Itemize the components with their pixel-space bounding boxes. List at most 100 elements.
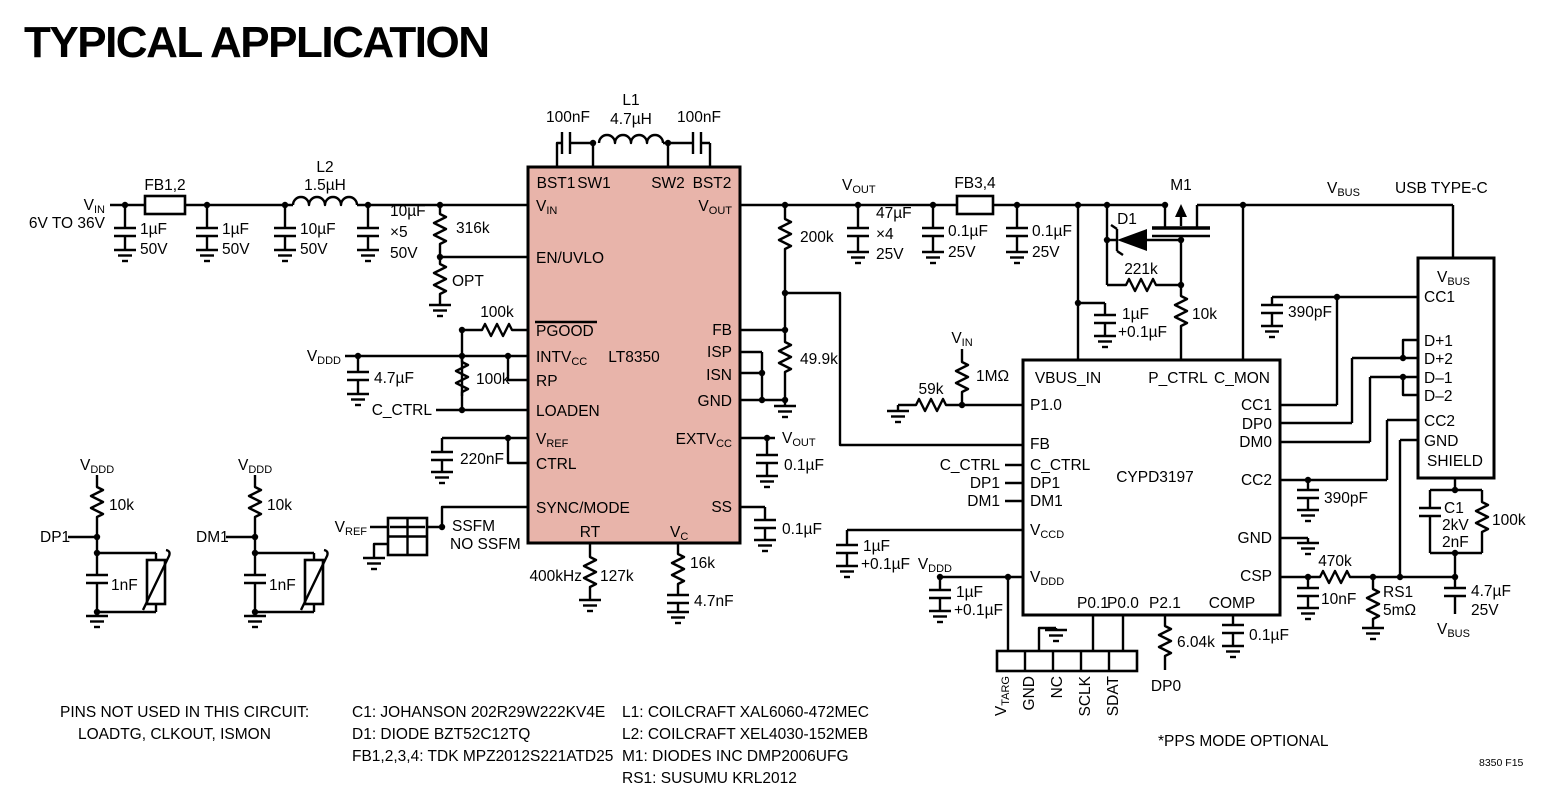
cap-4p7uF-icon — [345, 370, 371, 382]
pin-cypd-dm1: DM1 — [1030, 493, 1063, 510]
net-vddd-2: VDDD — [918, 556, 952, 575]
junction-dots — [93, 139, 1459, 616]
val-l1: 4.7µH — [610, 111, 652, 128]
cap-10uF-icon — [272, 226, 298, 238]
val-p0p1uF-vddd: +0.1µF — [954, 602, 1003, 619]
zener-d1-icon — [1110, 224, 1147, 256]
val-0p1uF-extvcc: 0.1µF — [784, 457, 824, 474]
pin-p1-0: P1.0 — [1030, 397, 1062, 414]
net-dm1: DM1 — [967, 493, 1000, 510]
svg-text:25V: 25V — [948, 244, 976, 261]
net-dp0: DP0 — [1151, 678, 1182, 695]
cypd3197-name: CYPD3197 — [1116, 469, 1194, 486]
label-no-ssfm: NO SSFM — [450, 536, 521, 553]
usb-pin-cc1: CC1 — [1424, 289, 1455, 306]
cap-0p1uF-pre-icon — [920, 226, 946, 238]
label-ssfm: SSFM — [452, 518, 495, 535]
val-c1-kv: 2kV — [1442, 517, 1469, 534]
svg-text:50V: 50V — [390, 245, 418, 262]
page-title: TYPICAL APPLICATION — [24, 18, 488, 67]
cap-10nF-icon — [1295, 586, 1321, 598]
ferrite-FB12-icon — [143, 194, 187, 216]
net-vddd-dp1: VDDD — [80, 457, 114, 476]
resistor-10k-dp1-icon — [89, 481, 105, 523]
pin-vccd: VCCD — [1030, 522, 1064, 541]
val-c10uFx5: 10µF — [390, 203, 426, 220]
usb-pin-dplus2: D+2 — [1424, 351, 1453, 368]
val-220nF: 220nF — [460, 451, 504, 468]
pin-ctrl: CTRL — [536, 456, 577, 473]
usb-pin-shield: SHIELD — [1427, 453, 1483, 470]
val-1nF-dp1: 1nF — [111, 577, 138, 594]
pin-vout: VOUT — [698, 198, 732, 217]
figure-number: 8350 F15 — [1479, 757, 1524, 769]
pin-vref: VREF — [536, 431, 569, 450]
val-4p7uF: 4.7µF — [374, 370, 414, 387]
programming-header[interactable] — [995, 649, 1139, 673]
pin-cypd-dm0: DM0 — [1239, 434, 1272, 451]
val-316k: 316k — [456, 220, 490, 237]
wires — [68, 141, 1484, 670]
inductor-L2-icon — [291, 195, 359, 207]
resistor-16k-icon — [670, 548, 686, 590]
resistor-100k-shield-icon — [1474, 496, 1490, 538]
svg-text:×5: ×5 — [390, 224, 408, 241]
usb-pin-vbus: VBUS — [1437, 269, 1470, 288]
val-100k-rp: 100k — [476, 371, 510, 388]
cap-comp-icon — [1220, 623, 1246, 635]
val-1uF-vddd: 1µF — [956, 584, 983, 601]
val-221k: 221k — [1124, 261, 1158, 278]
cap-4p7nF-icon — [665, 593, 691, 605]
pin-fb: FB — [712, 322, 732, 339]
net-dp1-snub: DP1 — [40, 529, 70, 546]
pin-comp: COMP — [1209, 595, 1256, 612]
pin-cypd-cc2: CC2 — [1241, 472, 1272, 489]
pin-rt: RT — [580, 524, 601, 541]
cap-47uF-icon — [845, 226, 871, 238]
pin-loaden: LOADEN — [536, 403, 600, 420]
net-vddd-1: VDDD — [307, 348, 341, 367]
ssfm-jumper[interactable] — [386, 516, 429, 557]
pin-intvcc: INTVCC — [536, 349, 587, 368]
label-fb34: FB3,4 — [954, 175, 996, 192]
label-c1: C1 — [1444, 500, 1464, 517]
svg-text:50V: 50V — [300, 241, 328, 258]
cap-vccd-icon — [834, 543, 860, 555]
resistor-opt-icon — [432, 258, 448, 300]
net-vref: VREF — [335, 519, 368, 538]
val-10nF: 10nF — [1321, 591, 1356, 608]
cap-ss-icon — [752, 518, 778, 530]
resistor-10k-dm1-icon — [247, 481, 263, 523]
pin-bst2: BST2 — [693, 175, 732, 192]
note-unused-pins: LOADTG, CLKOUT, ISMON — [78, 726, 271, 743]
net-dm1-snub: DM1 — [196, 529, 229, 546]
val-c10uF: 10µF — [300, 221, 336, 238]
note-unused-pins-title: PINS NOT USED IN THIS CIRCUIT: — [60, 704, 309, 721]
cap-220nF-icon — [429, 450, 455, 462]
cypd3197-pin-labels: VBUS_IN P_CTRL C_MON P1.0 FB C_CTRL DP1 … — [1030, 370, 1272, 612]
svg-text:25V: 25V — [1471, 602, 1499, 619]
label-m1: M1 — [1170, 177, 1192, 194]
val-0p1uF-post: 0.1µF — [1032, 223, 1072, 240]
val-390pF-cc2: 390pF — [1324, 490, 1368, 507]
val-10k-dp1: 10k — [109, 497, 134, 514]
net-cctrl-1: C_CTRL — [372, 402, 433, 419]
resistor-127k-icon — [582, 551, 598, 593]
val-1nF-dm1: 1nF — [269, 577, 296, 594]
pin-ss: SS — [711, 499, 732, 516]
hdr-nc: NC — [1049, 676, 1066, 698]
cap-100nF-bst1-icon — [560, 130, 572, 156]
val-rs1: 5mΩ — [1383, 602, 1416, 619]
svg-text:50V: 50V — [222, 241, 250, 258]
cap-extvcc-icon — [754, 453, 780, 465]
label-d1: D1 — [1117, 211, 1137, 228]
pin-p0-0: P0.0 — [1107, 595, 1139, 612]
pin-vin: VIN — [536, 198, 557, 217]
pin-vddd: VDDD — [1030, 569, 1064, 588]
pin-p2-1: P2.1 — [1149, 595, 1181, 612]
pin-p0-1: P0.1 — [1077, 595, 1109, 612]
resistor-rs1-icon — [1365, 583, 1381, 625]
net-cctrl-2: C_CTRL — [940, 457, 1001, 474]
pin-p-ctrl: P_CTRL — [1148, 370, 1208, 387]
